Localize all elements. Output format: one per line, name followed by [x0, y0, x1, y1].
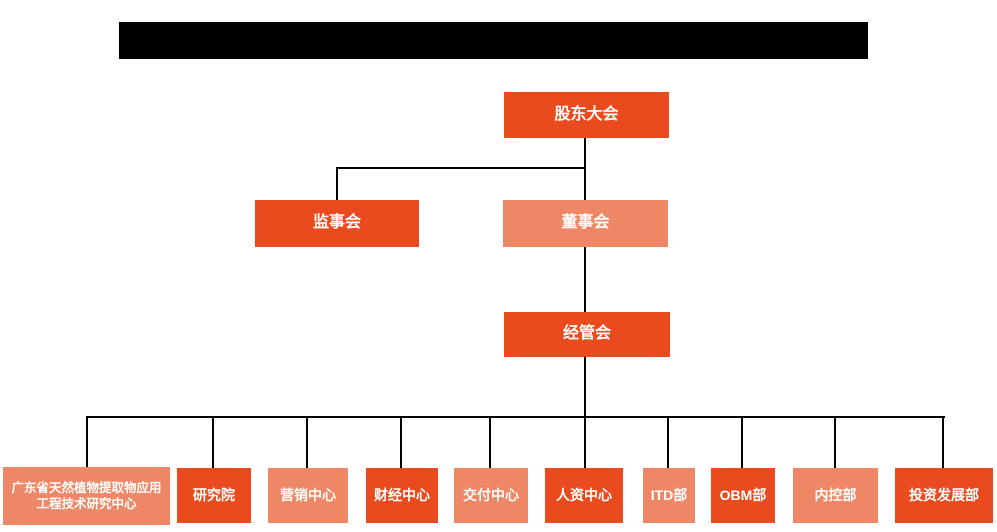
connector-departments-horizontal [86, 416, 945, 418]
connector-drop-finance-center [400, 416, 402, 468]
dept-internal-control: 内控部 [793, 468, 878, 523]
dept-research-institute: 研究院 [177, 468, 251, 523]
node-shareholders-meeting: 股东大会 [504, 92, 669, 138]
connector-drop-investment-development [942, 416, 944, 468]
dept-research-center: 广东省天然植物提取物应用工程技术研究中心 [3, 467, 170, 525]
dept-delivery-center: 交付中心 [454, 468, 528, 523]
dept-marketing-center: 营销中心 [268, 468, 348, 523]
node-management-committee: 经管会 [504, 312, 670, 357]
node-board-of-directors: 董事会 [503, 200, 668, 247]
node-supervisory-board: 监事会 [255, 200, 419, 247]
connector-to-supervisory-board [336, 167, 338, 200]
connector-drop-itd [667, 416, 669, 468]
dept-itd: ITD部 [643, 468, 695, 523]
dept-investment-development: 投资发展部 [895, 468, 993, 523]
connector-drop-internal-control [834, 416, 836, 468]
dept-obm: OBM部 [711, 468, 775, 523]
dept-finance-center: 财经中心 [366, 468, 438, 523]
dept-hr-center: 人资中心 [545, 468, 623, 523]
connector-management-trunk [584, 357, 586, 468]
connector-board-to-management [584, 247, 586, 312]
connector-drop-obm [741, 416, 743, 468]
connector-drop-delivery-center [489, 416, 491, 468]
redacted-title-bar [119, 22, 868, 59]
connector-drop-research-center [86, 416, 88, 468]
connector-row2-horizontal [336, 167, 586, 169]
connector-drop-research-institute [212, 416, 214, 468]
connector-root-trunk [584, 138, 586, 200]
connector-drop-marketing-center [306, 416, 308, 468]
